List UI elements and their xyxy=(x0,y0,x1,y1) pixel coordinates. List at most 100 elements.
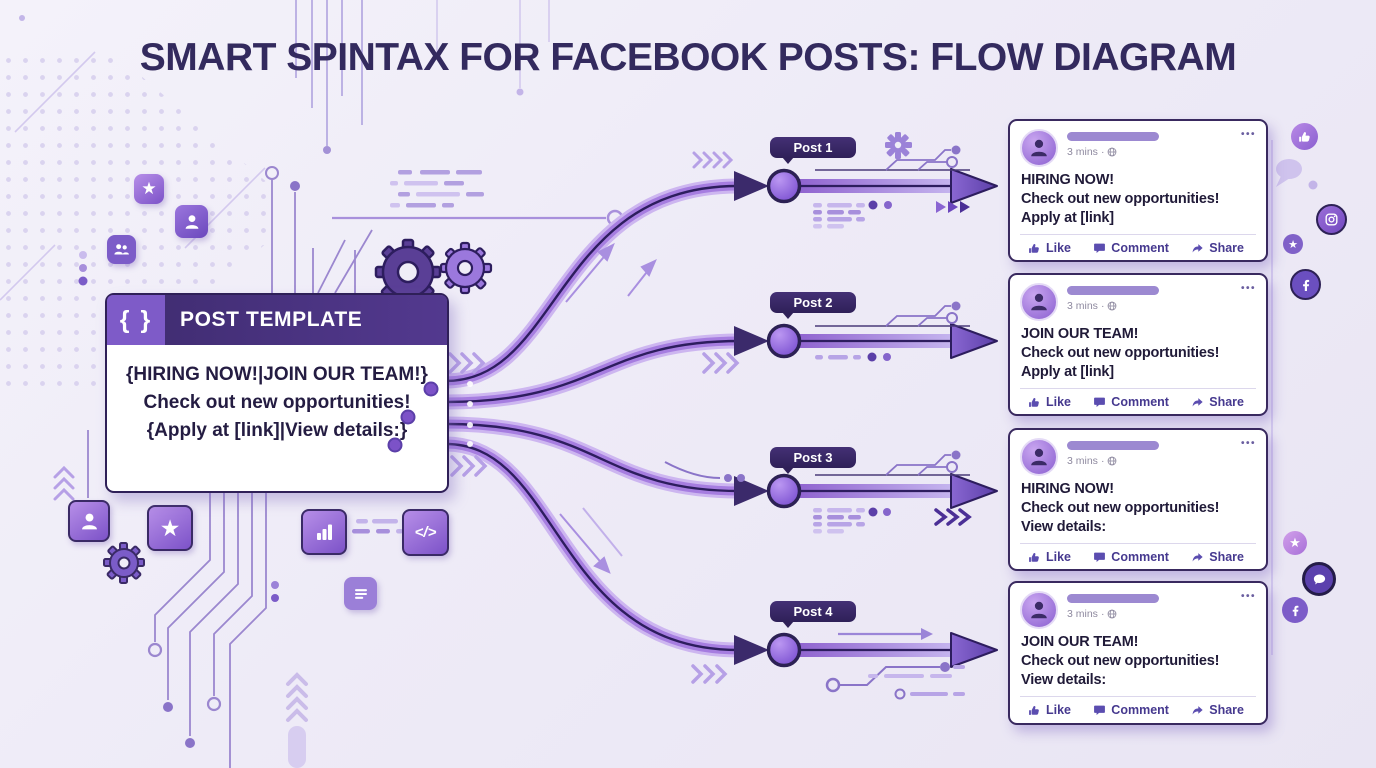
facebook-post-card-4: 3 mins· ••• JOIN OUR TEAM!Check out new … xyxy=(1008,581,1268,725)
facebook-icon xyxy=(1290,269,1321,300)
template-body: {HIRING NOW!|JOIN OUR TEAM!} Check out n… xyxy=(107,345,447,445)
facebook-post-card-3: 3 mins· ••• HIRING NOW!Check out new opp… xyxy=(1008,428,1268,571)
post-text: HIRING NOW!Check out new opportunities!A… xyxy=(1021,172,1220,226)
spintax-line: {HIRING NOW!|JOIN OUR TEAM!} xyxy=(126,364,428,385)
facebook-post-card-1: 3 mins· ••• HIRING NOW!Check out new opp… xyxy=(1008,119,1268,262)
comment-button[interactable]: Comment xyxy=(1093,703,1169,717)
avatar xyxy=(1020,591,1058,629)
divider xyxy=(1020,234,1256,235)
post-meta: 3 mins· xyxy=(1067,608,1159,620)
star-icon: ★ xyxy=(1283,234,1303,254)
star-icon: ★ xyxy=(147,505,193,551)
comment-icon xyxy=(1093,242,1106,255)
template-title: POST TEMPLATE xyxy=(180,308,363,331)
star-icon: ★ xyxy=(134,174,164,204)
facebook-icon xyxy=(1282,597,1308,623)
person-icon xyxy=(175,205,208,238)
page-title: SMART SPINTAX FOR FACEBOOK POSTS: FLOW D… xyxy=(139,36,1237,79)
flow-node xyxy=(766,632,802,668)
instagram-icon xyxy=(1316,204,1347,235)
spintax-line: {Apply at [link]|View details:} xyxy=(146,420,408,441)
flow-label-post-2: Post 2 xyxy=(770,292,856,319)
post-template-box: { } POST TEMPLATE {HIRING NOW!|JOIN OUR … xyxy=(105,293,449,493)
flow-label-post-1: Post 1 xyxy=(770,137,856,164)
thumb-icon xyxy=(1028,396,1041,409)
thumb-icon xyxy=(1028,551,1041,564)
flow-label-post-3: Post 3 xyxy=(770,447,856,474)
like-button[interactable]: Like xyxy=(1028,241,1071,255)
comment-icon xyxy=(1093,551,1106,564)
comment-button[interactable]: Comment xyxy=(1093,550,1169,564)
chat-bubble-icon xyxy=(1302,562,1336,596)
light-chat-bubble xyxy=(1276,159,1302,187)
divider xyxy=(1020,543,1256,544)
gear-icon xyxy=(439,241,493,295)
name-placeholder-bar xyxy=(1067,286,1159,295)
template-header: { } POST TEMPLATE xyxy=(107,295,447,345)
name-placeholder-bar xyxy=(1067,132,1159,141)
share-button[interactable]: Share xyxy=(1191,395,1244,409)
thumb-icon xyxy=(1028,242,1041,255)
diagonal-arrows xyxy=(559,242,657,574)
connector-dot xyxy=(423,381,439,397)
globe-icon xyxy=(1107,609,1117,619)
like-button[interactable]: Like xyxy=(1028,550,1071,564)
thumb-icon xyxy=(1291,123,1318,150)
name-placeholder-bar xyxy=(1067,441,1159,450)
people-icon xyxy=(107,235,136,264)
spintax-line: Check out new opportunities! xyxy=(143,392,411,413)
gear-icon xyxy=(885,132,912,159)
share-button[interactable]: Share xyxy=(1191,550,1244,564)
post-menu-button[interactable]: ••• xyxy=(1240,438,1256,449)
share-button[interactable]: Share xyxy=(1191,703,1244,717)
post-text: HIRING NOW!Check out new opportunities!V… xyxy=(1021,481,1220,535)
facebook-post-card-2: 3 mins· ••• JOIN OUR TEAM!Check out new … xyxy=(1008,273,1268,416)
post-menu-button[interactable]: ••• xyxy=(1240,283,1256,294)
avatar xyxy=(1020,283,1058,321)
post-text: JOIN OUR TEAM!Check out new opportunitie… xyxy=(1021,634,1220,688)
code-dashes-decoration xyxy=(390,170,484,208)
post-menu-button[interactable]: ••• xyxy=(1240,591,1256,602)
share-icon xyxy=(1191,396,1204,409)
flow-node xyxy=(766,168,802,204)
divider xyxy=(1020,696,1256,697)
post-meta: 3 mins· xyxy=(1067,300,1159,312)
flow-curves xyxy=(438,178,748,658)
code-icon: </> xyxy=(402,509,449,556)
post-menu-button[interactable]: ••• xyxy=(1240,129,1256,140)
comment-icon xyxy=(1093,396,1106,409)
share-button[interactable]: Share xyxy=(1191,241,1244,255)
post-meta: 3 mins· xyxy=(1067,455,1159,467)
gear-icon xyxy=(103,542,145,584)
flow-row-post-1 xyxy=(734,145,998,229)
comment-button[interactable]: Comment xyxy=(1093,395,1169,409)
list-icon xyxy=(344,577,377,610)
share-icon xyxy=(1191,242,1204,255)
avatar xyxy=(1020,129,1058,167)
like-button[interactable]: Like xyxy=(1028,395,1071,409)
star-icon: ★ xyxy=(1283,531,1307,555)
like-button[interactable]: Like xyxy=(1028,703,1071,717)
globe-icon xyxy=(1107,456,1117,466)
share-icon xyxy=(1191,551,1204,564)
avatar xyxy=(1020,438,1058,476)
flow-node xyxy=(766,323,802,359)
chevron-column xyxy=(286,672,308,722)
globe-icon xyxy=(1107,147,1117,157)
flow-node xyxy=(766,473,802,509)
comment-button[interactable]: Comment xyxy=(1093,241,1169,255)
connector-dot xyxy=(400,409,416,425)
post-meta: 3 mins· xyxy=(1067,146,1159,158)
name-placeholder-bar xyxy=(1067,594,1159,603)
flow-label-post-4: Post 4 xyxy=(770,601,856,628)
comment-icon xyxy=(1093,704,1106,717)
flow-row-post-4 xyxy=(734,628,998,700)
divider xyxy=(1020,388,1256,389)
post-text: JOIN OUR TEAM!Check out new opportunitie… xyxy=(1021,326,1220,380)
braces-icon: { } xyxy=(107,295,165,345)
globe-icon xyxy=(1107,301,1117,311)
thumb-icon xyxy=(1028,704,1041,717)
connector-dot xyxy=(387,437,403,453)
person-icon xyxy=(68,500,110,542)
share-icon xyxy=(1191,704,1204,717)
